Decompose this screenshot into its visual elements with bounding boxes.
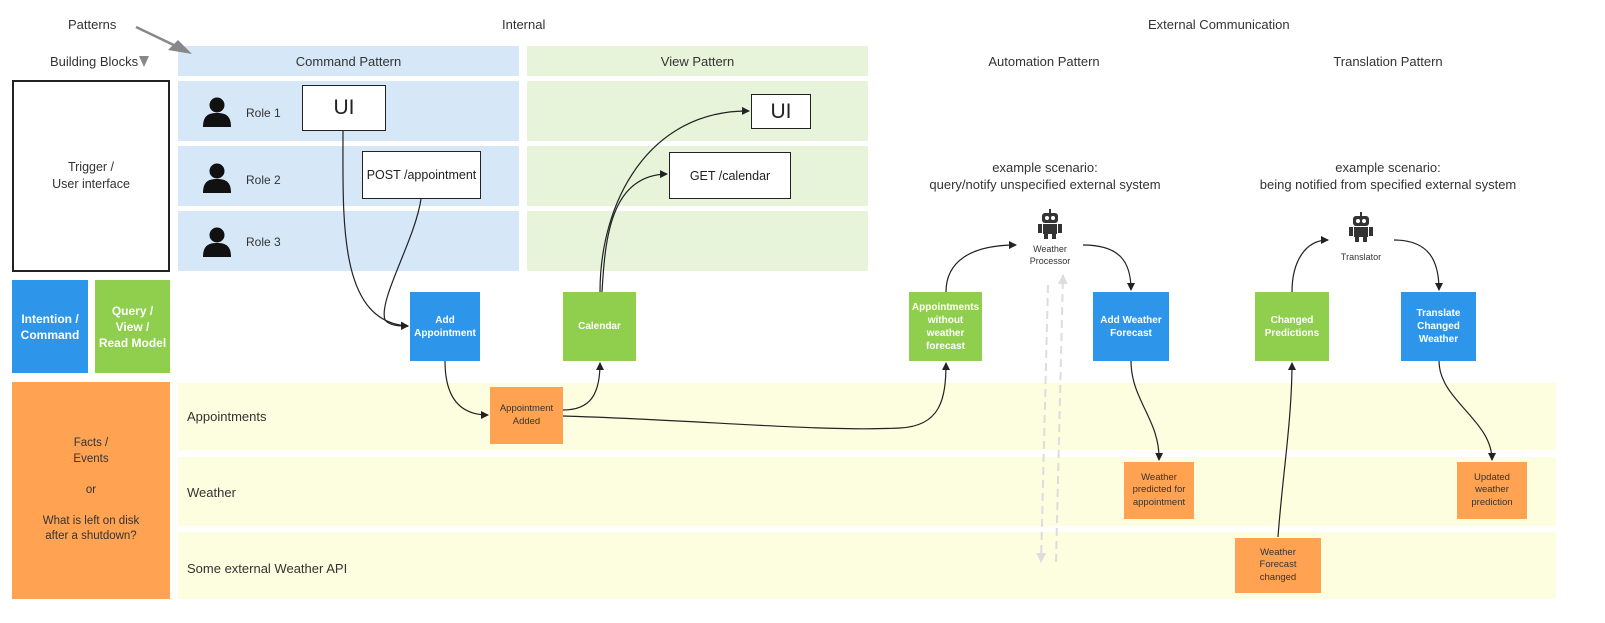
role-2-label: Role 2: [246, 173, 281, 187]
appointment-added-event: Appointment Added: [490, 387, 563, 444]
role-1-label: Role 1: [246, 106, 281, 120]
legend-query: Query / View / Read Model: [95, 280, 170, 373]
internal-header: Internal: [502, 17, 546, 32]
appointments-without-forecast-view: Appointments without weather forecast: [909, 292, 982, 361]
get-calendar-box: GET /calendar: [669, 152, 791, 199]
role-3-label: Role 3: [246, 235, 281, 249]
weather-predicted-event: Weather predicted for appointment: [1124, 462, 1194, 519]
weather-lane: [178, 457, 1556, 526]
processor-to-add-forecast-arrow: [1082, 244, 1135, 291]
command-pattern-title: Command Pattern: [295, 53, 402, 69]
appointments-lane: [178, 383, 1556, 450]
translation-scenario: example scenario: being notified from sp…: [1259, 160, 1517, 192]
automation-pattern-header: Automation Pattern: [944, 46, 1144, 76]
changed-predictions-view: Changed Predictions: [1255, 292, 1329, 361]
external-api-lane: [178, 532, 1556, 599]
person-icon: [202, 162, 232, 199]
role1-view-lane: [527, 81, 868, 141]
calendar-view: Calendar: [563, 292, 636, 361]
weather-lane-label: Weather: [187, 485, 236, 500]
view-ui-box: UI: [751, 94, 811, 129]
legend-trigger: Trigger / User interface: [12, 80, 170, 272]
predictions-to-translator-arrow: [1291, 236, 1329, 293]
add-weather-forecast-command: Add Weather Forecast: [1093, 292, 1169, 361]
robot-icon: [1349, 212, 1373, 247]
translator-to-translate-arrow: [1393, 239, 1443, 291]
patterns-pointer-arrow: [135, 25, 181, 50]
building-blocks-label: Building Blocks: [50, 54, 139, 69]
automation-scenario: example scenario: query/notify unspecifi…: [929, 160, 1161, 192]
post-appointment-box: POST /appointment: [362, 151, 481, 199]
patterns-label: Patterns: [68, 17, 117, 32]
translation-pattern-header: Translation Pattern: [1288, 46, 1488, 76]
weather-forecast-changed-event: Weather Forecast changed: [1235, 538, 1321, 593]
legend-intention: Intention / Command: [12, 280, 88, 373]
legend-facts: Facts / Events or What is left on disk a…: [12, 382, 170, 599]
automation-pattern-title: Automation Pattern: [988, 53, 1100, 69]
weather-processor-label: Weather Processor: [1029, 244, 1071, 266]
person-icon: [202, 96, 232, 133]
role3-view-lane: [527, 211, 868, 271]
translate-changed-weather-command: Translate Changed Weather: [1401, 292, 1476, 361]
view-pattern-title: View Pattern: [660, 53, 735, 69]
translation-pattern-title: Translation Pattern: [1333, 53, 1443, 69]
appointments-lane-label: Appointments: [187, 409, 267, 424]
robot-icon: [1038, 209, 1062, 244]
command-pattern-header: Command Pattern: [178, 46, 519, 76]
building-blocks-down-arrow: [139, 56, 149, 67]
view-pattern-header: View Pattern: [527, 46, 868, 76]
external-api-lane-label: Some external Weather API: [187, 561, 348, 576]
person-icon: [202, 226, 232, 263]
without-forecast-to-processor-arrow: [945, 241, 1017, 293]
add-appointment-command: Add Appointment: [410, 292, 480, 361]
translator-label: Translator: [1340, 252, 1382, 262]
external-header: External Communication: [1148, 17, 1290, 32]
command-ui-box: UI: [302, 85, 386, 131]
updated-weather-prediction-event: Updated weather prediction: [1457, 462, 1527, 519]
